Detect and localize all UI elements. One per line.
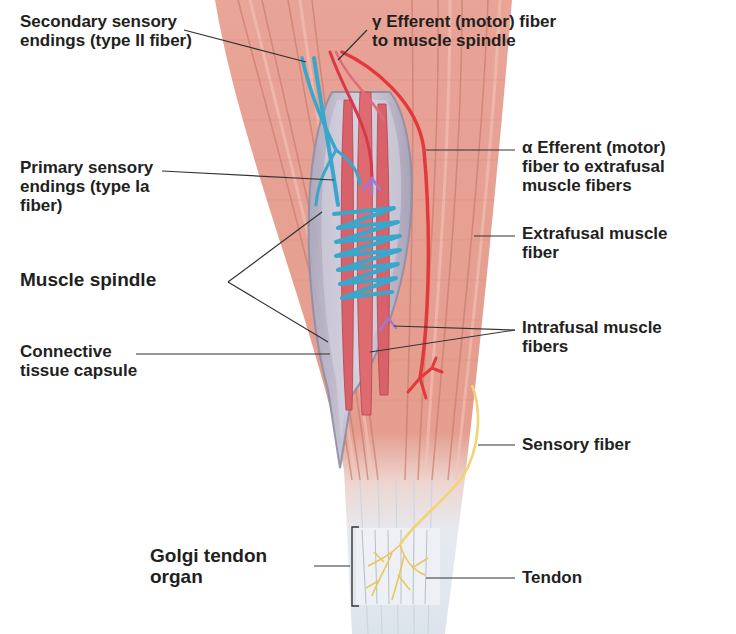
part-label: γ Efferent (motor) fiber to muscle spind… [372, 12, 564, 50]
structure-label: Muscle spindle [20, 269, 230, 290]
spindle-capsule [309, 92, 412, 468]
structure-label: Golgi tendon organ [150, 545, 290, 587]
part-label: Secondary sensory endings (type II fiber… [20, 12, 220, 50]
part-label: Intrafusal muscle fibers [522, 318, 702, 356]
part-label: Tendon [522, 568, 672, 587]
part-label: Sensory fiber [522, 435, 722, 454]
part-label: α Efferent (motor) fiber to extrafusal m… [522, 138, 702, 195]
muscle-belly [215, 0, 512, 634]
sensory-terminals [366, 545, 428, 600]
alpha-efferent [342, 52, 428, 378]
primary-annulospiral [334, 208, 400, 298]
sensory-fiber [400, 385, 478, 545]
leader-lines [136, 30, 515, 578]
part-label: Connective tissue capsule [20, 342, 145, 380]
part-label: Extrafusal muscle fiber [522, 224, 702, 262]
muscle-fibers [215, 0, 512, 634]
motor-endings [364, 178, 396, 330]
tendon-collagen [362, 530, 427, 604]
gamma-efferent [330, 52, 372, 178]
type-ii-fiber [302, 58, 336, 150]
part-label: Primary sensory endings (type Ia fiber) [20, 158, 170, 215]
bracket [352, 527, 359, 606]
golgi-tendon-organ [356, 528, 440, 605]
